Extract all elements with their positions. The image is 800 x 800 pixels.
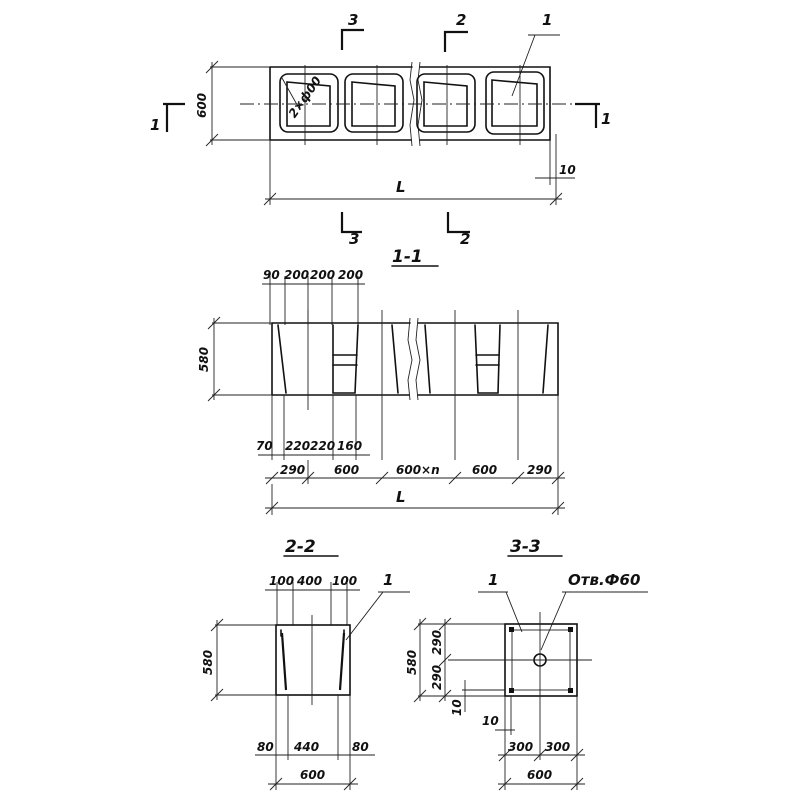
section-3-3: 3-3 1 Отв.Ф60 580 290 290	[405, 537, 648, 791]
s33-item-label: 1	[488, 571, 498, 589]
s11-small-dim-2: 220	[285, 439, 310, 453]
s11-bottom-dim-4: 600	[472, 463, 497, 477]
cut-2-marker-top: 2	[443, 11, 468, 52]
s22-height-dim: 580	[201, 618, 276, 702]
section-1-1-body	[271, 322, 559, 396]
s11-bottom-dim-1: 290	[280, 463, 305, 477]
section-1-1-title: 1-1	[392, 247, 423, 267]
s33-half-dim-1: 290	[430, 630, 444, 655]
s33-hole-label: Отв.Ф60	[568, 571, 640, 589]
s33-offset-dims: 10 10	[450, 680, 515, 735]
s33-total-dim: 600	[498, 768, 585, 791]
s11-top-dim-1: 90	[263, 268, 280, 282]
plan-dim-10: 10	[535, 134, 576, 185]
cut-3-label-bottom: 3	[349, 230, 359, 248]
plan-dim-10-label: 10	[559, 163, 576, 177]
s11-small-dim-4: 160	[337, 439, 362, 453]
plan-dim-600-label: 600	[195, 93, 209, 118]
cut-1-marker-left: 1	[150, 102, 185, 134]
s22-top-dims: 100 400 100	[265, 574, 360, 625]
cut-2-label-top: 2	[456, 11, 466, 29]
cut-3-marker-bottom: 3	[340, 212, 362, 248]
s11-height-label: 580	[197, 347, 211, 372]
s11-small-dim-1: 70	[256, 439, 273, 453]
s11-bottom-small-dims: 70 220 220 160	[256, 395, 370, 460]
s22-top-dim-3: 100	[332, 574, 357, 588]
s33-small-dim-2: 300	[545, 740, 570, 754]
cut-3-marker-top: 3	[340, 11, 364, 50]
s33-small-dim-1: 300	[508, 740, 533, 754]
section-2-2-title: 2-2	[285, 537, 316, 557]
s22-small-dim-1: 80	[257, 740, 274, 754]
cut-3-label-top: 3	[348, 11, 358, 29]
section-1-1-top-dims: 90 200 200 200	[262, 268, 365, 325]
s22-body	[275, 624, 351, 696]
plan-view: 3 2 1 2×ф00	[150, 11, 611, 248]
s33-height-dims: 580 290 290	[405, 617, 505, 703]
cut-1-label-left: 1	[150, 116, 160, 134]
s33-total-label: 600	[527, 768, 552, 782]
s33-offset-left-label: 10	[450, 699, 464, 716]
s11-bottom-dim-2: 600	[334, 463, 359, 477]
s22-bottom-small-dims: 80 440 80	[255, 695, 375, 790]
cut-2-label-bottom: 2	[460, 230, 470, 248]
s33-height-label: 580	[405, 650, 419, 675]
s11-total-dim: L	[265, 484, 565, 515]
s33-bottom-dims: 300 300	[498, 696, 585, 790]
s11-bottom-dim-5: 290	[527, 463, 552, 477]
section-3-3-title: 3-3	[510, 537, 541, 557]
s22-total-dim: 600	[268, 760, 358, 791]
plan-dim-L-label: L	[396, 178, 406, 196]
s11-bottom-dims: 290 600 600×n 600 290	[265, 395, 565, 485]
s22-height-label: 580	[201, 650, 215, 675]
plan-cells	[279, 71, 545, 135]
item-1-leader: 1	[511, 11, 560, 97]
section-2-2: 2-2 100 400 100 1 580	[201, 537, 410, 791]
s11-height-dim: 580	[197, 316, 272, 402]
s11-top-dim-2: 200	[284, 268, 309, 282]
s33-offset-bottom-label: 10	[482, 714, 499, 728]
s11-top-dim-3: 200	[310, 268, 335, 282]
plan-dim-L: L	[263, 140, 563, 206]
section-1-1: 1-1 90 200 200 200	[197, 247, 565, 515]
cut-1-marker-right: 1	[575, 102, 611, 128]
plan-dim-600: 600	[195, 60, 270, 147]
cut-1-label-right: 1	[601, 110, 611, 128]
s22-total-label: 600	[300, 768, 325, 782]
s22-item-label: 1	[383, 571, 393, 589]
s22-small-dim-3: 80	[352, 740, 369, 754]
s11-small-dim-3: 220	[310, 439, 335, 453]
s11-top-dim-4: 200	[338, 268, 363, 282]
s11-total-label: L	[396, 488, 406, 506]
section-1-1-walls	[277, 324, 549, 394]
s22-small-dim-2: 440	[293, 740, 319, 754]
cut-2-marker-bottom: 2	[446, 212, 470, 248]
s33-half-dim-2: 290	[430, 665, 444, 690]
s22-top-dim-2: 400	[296, 574, 322, 588]
s22-top-dim-1: 100	[269, 574, 294, 588]
item-1-label-plan: 1	[542, 11, 552, 29]
s11-bottom-dim-3: 600×n	[396, 463, 440, 477]
